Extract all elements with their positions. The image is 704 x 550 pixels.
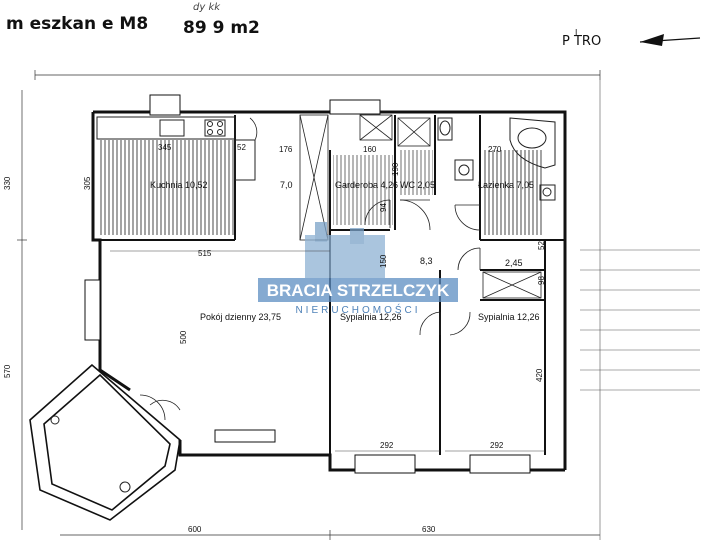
dim-305: 305 — [83, 176, 92, 190]
dim-420: 420 — [535, 368, 544, 382]
stair-lines — [580, 80, 700, 540]
door-swings — [139, 117, 481, 421]
balcony-marker-icon — [119, 481, 131, 493]
wc-floor-hatch — [398, 150, 433, 195]
room-bathroom: Łazienka 7,05 — [478, 180, 534, 190]
kitchen-counter — [96, 116, 256, 181]
balcony — [29, 363, 181, 521]
direction-arrow-icon — [639, 34, 701, 46]
dim-176: 176 — [279, 145, 293, 154]
dim-515: 515 — [198, 249, 212, 258]
handwritten-note: dy kk — [193, 2, 221, 13]
floor-label: P TRO — [562, 34, 602, 49]
dim-500: 500 — [179, 330, 188, 344]
dim-345: 345 — [158, 143, 172, 152]
dim-52-a: 52 — [237, 143, 246, 152]
dim-160: 160 — [363, 145, 377, 154]
dim-270: 270 — [488, 145, 502, 154]
bottom-dimension-line — [60, 530, 600, 540]
dim-630: 630 — [422, 525, 436, 534]
top-dimension-line — [34, 70, 601, 80]
hall-cabinet — [299, 114, 329, 241]
windows — [84, 94, 531, 474]
dim-150: 150 — [379, 254, 388, 268]
watermark-logo — [258, 222, 458, 302]
room-storage: 2,45 — [505, 258, 523, 268]
apartment-area: 89 9 m2 — [183, 18, 260, 38]
dim-94: 94 — [379, 203, 388, 212]
room-wc: WC 2,05 — [400, 180, 435, 190]
bathroom-fixtures — [437, 117, 556, 201]
balcony-marker-icon — [50, 415, 60, 425]
floor-label-mark: I — [575, 28, 578, 37]
storage-cabinet — [482, 271, 542, 299]
wardrobe-floor-hatch — [333, 155, 393, 225]
room-wardrobe: Garderoba 4,26 — [335, 180, 398, 190]
dim-600: 600 — [188, 525, 202, 534]
room-kitchen: Kuchnia 10,52 — [150, 180, 208, 190]
left-dimension-line — [17, 90, 27, 530]
bathroom-floor-hatch — [483, 150, 543, 235]
apartment-title: m eszkan e M8 — [6, 14, 149, 34]
inner-dimension-lines — [110, 250, 545, 452]
dim-330: 330 — [3, 176, 12, 190]
dim-292-a: 292 — [380, 441, 394, 450]
dim-52-b: 52 — [537, 241, 546, 250]
dim-98: 98 — [537, 276, 546, 285]
room-hall: 7,0 — [280, 180, 293, 190]
watermark-tagline: NIERUCHOMOŚCI — [295, 303, 420, 316]
dim-570: 570 — [3, 364, 12, 378]
dim-292-b: 292 — [490, 441, 504, 450]
dim-190: 190 — [391, 162, 400, 176]
room-bedroom-2: Sypialnia 12,26 — [478, 312, 540, 322]
room-corridor: 8,3 — [420, 256, 433, 266]
room-living: Pokój dzienny 23,75 — [200, 312, 281, 322]
shower-tray — [359, 114, 431, 147]
room-bedroom-1: Sypialnia 12,26 — [340, 312, 402, 322]
watermark-name: BRACIA STRZELCZYK — [267, 281, 450, 300]
kitchen-floor-hatch — [100, 140, 235, 235]
